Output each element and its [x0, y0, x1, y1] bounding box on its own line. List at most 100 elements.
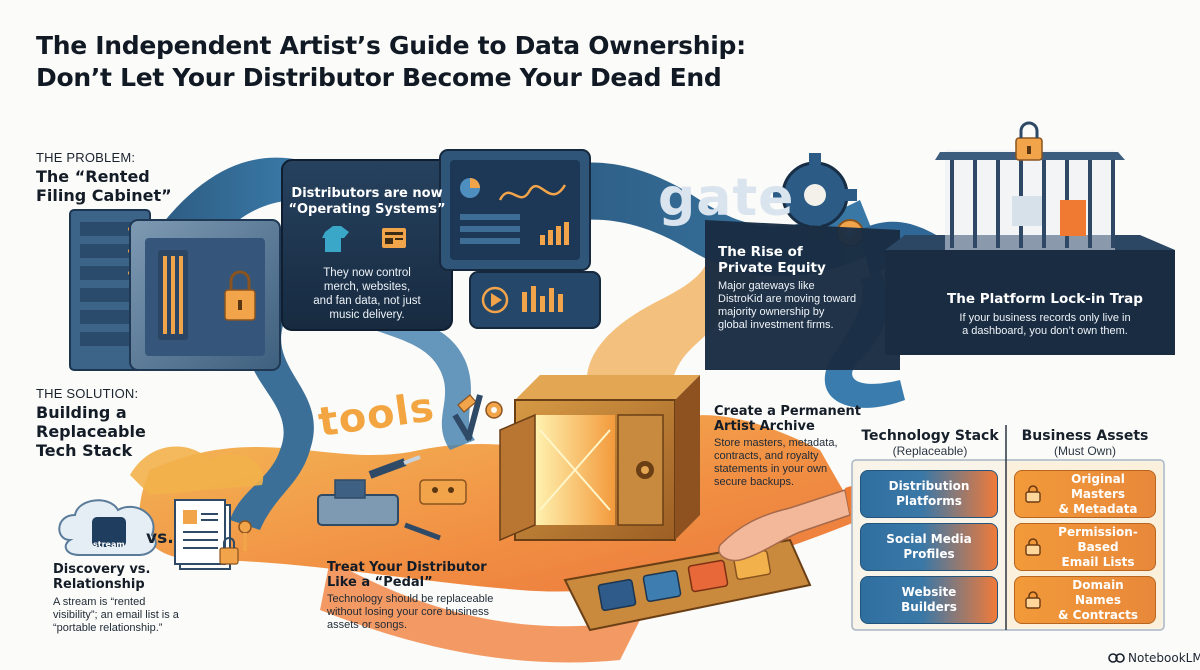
os-body-line-3: and fan data, not just: [313, 295, 421, 307]
discovery-heading-line-2: Relationship: [53, 577, 145, 592]
lock-in-heading: The Platform Lock-in Trap: [947, 291, 1143, 307]
pe-heading-line-2: Private Equity: [718, 260, 826, 276]
os-body-line-2: merch, websites,: [323, 281, 411, 293]
discovery-section: Discovery vs. Relationship A stream is “…: [53, 562, 213, 635]
tech-item-line-1: Distribution: [888, 479, 970, 493]
asset-item-domains: Domain Names& Contracts: [1014, 576, 1156, 624]
pedal-section: Treat Your Distributor Like a “Pedal” Te…: [327, 560, 527, 632]
archive-body-line-4: secure backups.: [714, 476, 795, 488]
archive-heading-line-2: Artist Archive: [714, 419, 815, 434]
operating-systems-section: Distributors are now “Operating Systems”: [286, 186, 448, 218]
asset-item-line-2: & Metadata: [1058, 501, 1138, 516]
business-assets-header: Business Assets (Must Own): [1010, 428, 1160, 458]
pedal-body-line-3: assets or songs.: [327, 619, 408, 631]
tech-item-line-2: Platforms: [896, 494, 962, 508]
os-heading-line-1: Distributors are now: [291, 186, 443, 201]
pie-chart-icon: [460, 178, 480, 198]
safe-icon: [129, 219, 281, 371]
discovery-heading-line-1: Discovery vs.: [53, 562, 151, 577]
discovery-body: A stream is “rented visibility”; an emai…: [53, 596, 213, 635]
cage-icon: [935, 150, 1125, 250]
tech-item-line-2: Profiles: [903, 547, 955, 561]
discovery-body-line-2: visibility”; an email list is a: [53, 609, 179, 621]
pedal-body-line-2: without losing your core business: [327, 606, 490, 618]
cloud-icon: [58, 499, 157, 556]
gate-word: gate: [658, 168, 795, 228]
asset-item-line-1: Original Masters: [1070, 471, 1126, 501]
lock-in-body-line-2: a dashboard, you don’t own them.: [962, 325, 1128, 337]
archive-body-line-2: contracts, and royalty: [714, 450, 819, 462]
tech-stack-header: Technology Stack (Replaceable): [855, 428, 1005, 458]
solution-heading-line-2: Replaceable: [36, 422, 146, 441]
archive-body-line-1: Store masters, metadata,: [714, 437, 838, 449]
padlock-icon: [1025, 538, 1041, 556]
pe-body-line-2: DistroKid are moving toward: [718, 293, 857, 305]
website-icon: [382, 228, 406, 248]
solution-section: THE SOLUTION: Building a Replaceable Tec…: [36, 386, 196, 460]
tech-stack-subtitle: (Replaceable): [892, 444, 968, 458]
pedal-body-line-1: Technology should be replaceable: [327, 593, 494, 605]
padlock-icon: [1015, 121, 1043, 161]
pedal-body: Technology should be replaceable without…: [327, 593, 527, 632]
pe-body: Major gateways like DistroKid are moving…: [718, 280, 898, 332]
pe-body-line-4: global investment firms.: [718, 319, 834, 331]
solution-heading-line-3: Tech Stack: [36, 441, 133, 460]
tech-item-line-1: Social Media: [886, 532, 972, 546]
discovery-body-line-1: A stream is “rented: [53, 596, 146, 608]
padlock-icon: [1025, 591, 1041, 609]
pedal-heading-line-1: Treat Your Distributor: [327, 560, 487, 575]
title-line-2: Don’t Let Your Distributor Become Your D…: [36, 63, 722, 92]
pe-heading-line-1: The Rise of: [718, 244, 803, 260]
tech-item-line-1: Website: [901, 585, 957, 599]
problem-kicker: THE PROBLEM:: [36, 150, 136, 165]
archive-heading-line-1: Create a Permanent: [714, 404, 862, 419]
asset-item-line-2: Email Lists: [1061, 554, 1135, 569]
business-assets-title: Business Assets: [1021, 428, 1149, 444]
discovery-body-line-3: “portable relationship.”: [53, 622, 163, 634]
pedal-heading-line-2: Like a “Pedal”: [327, 575, 433, 590]
private-equity-section: The Rise of Private Equity Major gateway…: [718, 244, 898, 332]
lock-in-section: The Platform Lock-in Trap If your busine…: [925, 290, 1165, 338]
archive-section: Create a Permanent Artist Archive Store …: [714, 404, 864, 489]
stream-label: stream: [93, 540, 125, 549]
key-icon: [238, 520, 252, 551]
business-assets-subtitle: (Must Own): [1053, 444, 1116, 458]
wrench-icon: [404, 394, 483, 541]
tech-stack-title: Technology Stack: [861, 428, 999, 444]
os-body-line-4: music delivery.: [329, 309, 405, 321]
archive-body-line-3: statements in your own: [714, 463, 828, 475]
solution-heading-line-1: Building a: [36, 403, 127, 422]
asset-item-masters: Original Masters& Metadata: [1014, 470, 1156, 518]
tshirt-icon: [322, 226, 349, 252]
pedal-icon: [419, 479, 467, 505]
lock-in-body-line-1: If your business records only live in: [959, 312, 1131, 324]
solution-kicker: THE SOLUTION:: [36, 386, 139, 401]
os-body: They now control merch, websites, and fa…: [286, 266, 448, 322]
problem-heading-line-2: Filing Cabinet”: [36, 186, 172, 205]
screwdriver-icon: [368, 455, 421, 479]
bar-chart-icon: [540, 222, 569, 245]
document-icon: [174, 499, 239, 570]
archive-body: Store masters, metadata, contracts, and …: [714, 437, 864, 489]
notebooklm-watermark: NotebookLM: [1128, 651, 1200, 665]
os-heading-line-2: “Operating Systems”: [288, 202, 446, 217]
vs-label: vs.: [146, 528, 174, 548]
problem-heading-line-1: The “Rented: [36, 167, 150, 186]
pe-body-line-3: majority ownership by: [718, 306, 825, 318]
asset-item-line-2: & Contracts: [1058, 607, 1138, 622]
asset-item-line-1: Domain Names: [1072, 577, 1124, 607]
problem-section: THE PROBLEM: The “Rented Filing Cabinet”: [36, 150, 206, 205]
title-line-1: The Independent Artist’s Guide to Data O…: [36, 31, 746, 60]
lock-in-body: If your business records only live in a …: [925, 312, 1165, 338]
play-icon: [481, 286, 509, 314]
pe-body-line-1: Major gateways like: [718, 280, 815, 292]
tech-item-line-2: Builders: [901, 600, 957, 614]
os-body-line-1: They now control: [323, 267, 411, 279]
asset-item-line-1: Permission-Based: [1058, 524, 1138, 554]
padlock-icon: [1025, 485, 1041, 503]
